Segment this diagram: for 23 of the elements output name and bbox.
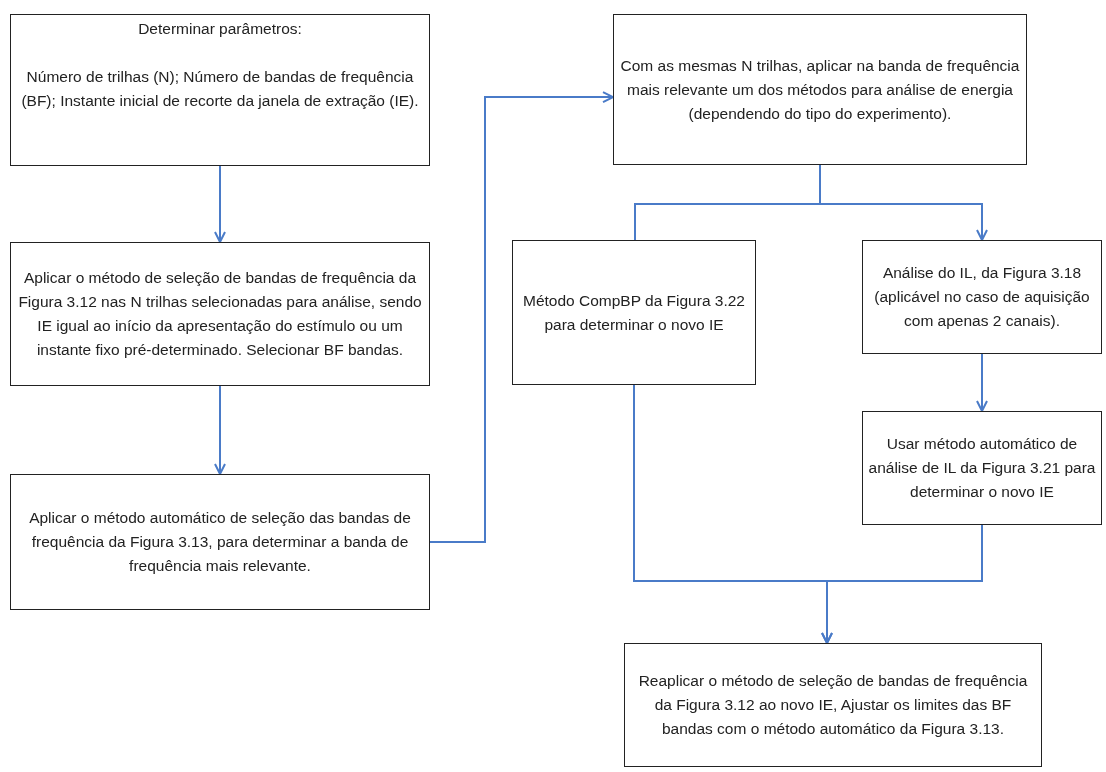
box-text: Com as mesmas N trilhas, aplicar na banda de frequência mais relevante um dos métodos para análise de energia (dependendo do tipo do experimento). [619,55,1021,124]
box-text: Aplicar o método automático de seleção das bandas de frequência da Figura 3.13, para determinar a banda de frequência mais relevante. [28,508,412,576]
process-box [10,474,430,610]
connector-arrow [976,353,988,412]
connector-arrow [214,385,226,475]
box-text: Número de trilhas (N); Número de bandas de frequência (BF); Instante inicial de recorte da janela de extração (IE). [20,67,420,111]
process-box [512,240,756,385]
box-text: Aplicar o método de seleção de bandas de frequência da Figura 3.12 nas N trilhas selecionadas para análise, sendo IE igual ao início da apresentação do estímulo ou um instante fixo pré-determinado. Selecionar BF bandas. [17,268,423,360]
process-box [624,643,1042,767]
connector-arrow [429,91,614,543]
box-text: Reaplicar o método de seleção de bandas de frequência da Figura 3.12 ao novo IE, Ajustar os limites das BF bandas com o método automático da Figura 3.13. [637,671,1029,739]
process-box [862,240,1102,354]
box-text: Método CompBP da Figura 3.22 para determinar o novo IE [522,290,746,335]
process-box [10,14,430,166]
connector-arrow [819,164,988,241]
process-box [613,14,1027,165]
process-box [10,242,430,386]
connector-arrow [214,165,226,243]
connector-arrow [821,524,983,644]
box-text: Usar método automático de análise de IL da Figura 3.21 para determinar o novo IE [867,434,1097,502]
process-box [862,411,1102,525]
box-text: Determinar parâmetros: [138,19,302,39]
box-text: Análise do IL, da Figura 3.18 (aplicável no caso de aquisição com apenas 2 canais). [873,263,1091,331]
